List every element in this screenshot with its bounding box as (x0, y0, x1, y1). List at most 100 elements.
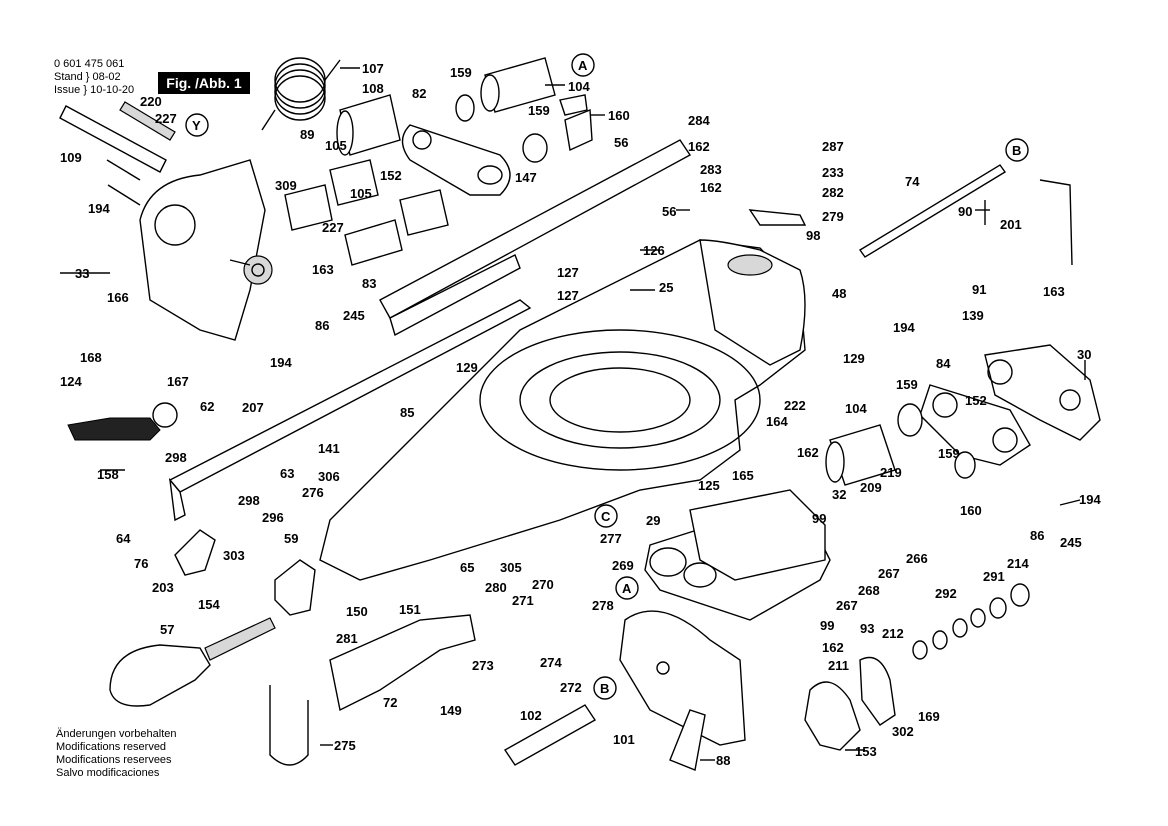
label-86: 86 (315, 318, 329, 333)
block-125 (689, 489, 826, 581)
label-245: 245 (1060, 535, 1082, 550)
label-163: 163 (312, 262, 334, 277)
bushing-105c (284, 184, 333, 231)
label-287: 287 (822, 139, 844, 154)
label-227: 227 (322, 220, 344, 235)
label-127: 127 (557, 288, 579, 303)
label-284: 284 (688, 113, 710, 128)
label-167: 167 (167, 374, 189, 389)
label-159: 159 (528, 103, 550, 118)
label-267: 267 (878, 566, 900, 581)
label-292: 292 (935, 586, 957, 601)
turntable-outer (479, 329, 761, 471)
label-222: 222 (784, 398, 806, 413)
label-125: 125 (698, 478, 720, 493)
label-274: 274 (540, 655, 562, 670)
shaft-102 (503, 704, 597, 766)
bushing-105a (329, 159, 379, 206)
label-209: 209 (860, 480, 882, 495)
label-A: A (578, 58, 588, 73)
label-Y: Y (192, 118, 201, 133)
label-83: 83 (362, 276, 376, 291)
label-302: 302 (892, 724, 914, 739)
bevel-plate-88 (619, 610, 746, 746)
label-65: 65 (460, 560, 474, 575)
clip-160a (564, 108, 593, 152)
label-212: 212 (882, 626, 904, 641)
footer-line-2: Modifications reserved (56, 741, 167, 753)
label-303: 303 (223, 548, 245, 563)
label-150: 150 (346, 604, 368, 619)
label-105: 105 (325, 138, 347, 153)
label-91: 91 (972, 282, 986, 297)
label-62: 62 (200, 399, 214, 414)
label-159: 159 (896, 377, 918, 392)
label-271: 271 (512, 593, 534, 608)
label-194: 194 (1079, 492, 1101, 507)
callout-circles (185, 53, 1029, 700)
label-160: 160 (608, 108, 630, 123)
label-266: 266 (906, 551, 928, 566)
bushing-105d (399, 189, 449, 236)
lever-72 (329, 614, 476, 712)
screw-220 (119, 101, 176, 141)
label-152: 152 (380, 168, 402, 183)
label-211: 211 (828, 658, 849, 673)
label-269: 269 (612, 558, 634, 573)
label-33: 33 (75, 266, 89, 281)
label-276: 276 (302, 485, 324, 500)
screw-57 (204, 617, 276, 661)
label-109: 109 (60, 150, 82, 165)
issue-date: Issue } 10-10-20 (54, 84, 135, 96)
label-88: 88 (716, 753, 730, 768)
bracket-59 (274, 559, 316, 616)
leader-lines (60, 67, 1086, 761)
label-291: 291 (983, 569, 1005, 584)
label-25: 25 (659, 280, 673, 295)
label-162: 162 (700, 180, 722, 195)
label-89: 89 (300, 127, 314, 142)
label-57: 57 (160, 622, 174, 637)
label-C: C (601, 509, 611, 524)
label-165: 165 (732, 468, 754, 483)
label-272: 272 (560, 680, 582, 695)
label-164: 164 (766, 414, 788, 429)
label-296: 296 (262, 510, 284, 525)
label-163: 163 (1043, 284, 1065, 299)
label-30: 30 (1077, 347, 1091, 362)
label-107: 107 (362, 61, 384, 76)
label-149: 149 (440, 703, 462, 718)
label-152: 152 (965, 393, 987, 408)
label-93: 93 (860, 621, 874, 636)
footer-line-1: Änderungen vorbehalten (56, 728, 177, 740)
label-309: 309 (275, 178, 297, 193)
part-76 (174, 529, 216, 576)
label-203: 203 (152, 580, 174, 595)
label-A: A (622, 581, 632, 596)
lever-279 (748, 209, 807, 226)
label-162: 162 (688, 139, 710, 154)
handle-62 (67, 417, 161, 441)
label-214: 214 (1007, 556, 1029, 571)
label-201: 201 (1000, 217, 1022, 232)
label-126: 126 (643, 243, 665, 258)
part-labels: 107 159 104 A 220 227 Y 108 82 159 160 8… (60, 58, 1101, 768)
label-56: 56 (662, 204, 676, 219)
label-160: 160 (960, 503, 982, 518)
label-227: 227 (155, 111, 177, 126)
label-76: 76 (134, 556, 148, 571)
label-166: 166 (107, 290, 129, 305)
label-84: 84 (936, 356, 951, 371)
label-158: 158 (97, 467, 119, 482)
rod-74 (858, 164, 1007, 258)
label-B: B (600, 681, 609, 696)
label-104: 104 (568, 79, 590, 94)
label-283: 283 (700, 162, 722, 177)
plate-93 (859, 656, 896, 726)
plate-82 (401, 124, 511, 196)
label-194: 194 (88, 201, 110, 216)
label-101: 101 (613, 732, 635, 747)
label-162: 162 (822, 640, 844, 655)
label-282: 282 (822, 185, 844, 200)
part-number: 0 601 475 061 (54, 58, 125, 70)
